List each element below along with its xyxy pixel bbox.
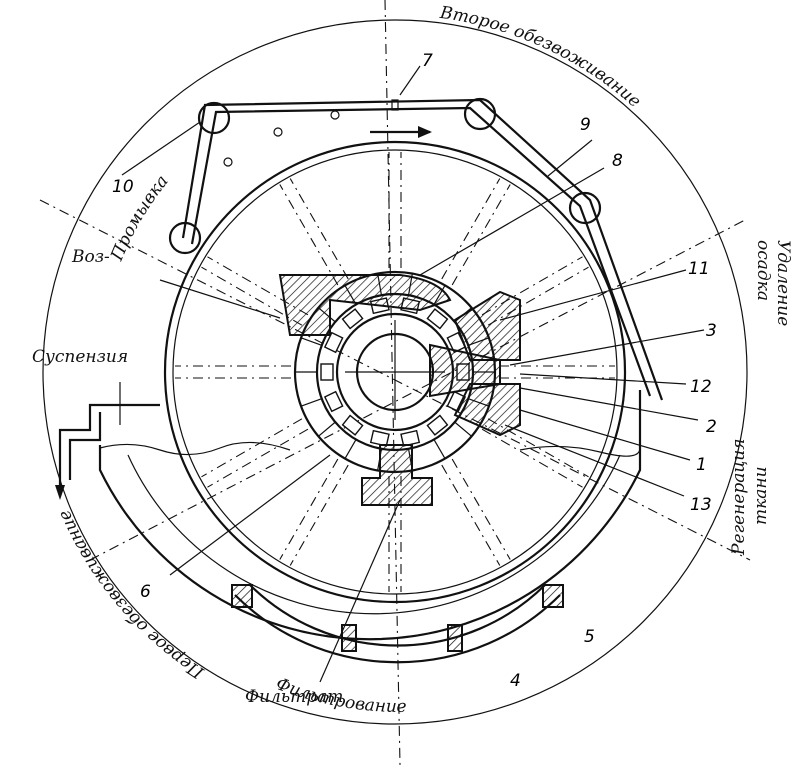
drum-inner [172, 149, 618, 595]
drum-spoke [289, 178, 349, 280]
head-cell [369, 429, 390, 447]
zone-label-regeneration-1: Регенерация [729, 439, 749, 557]
drum-spoke [201, 418, 303, 478]
drum-spoke [279, 458, 339, 560]
zone-label-cake-removal-2: осадка [753, 240, 773, 301]
zone-circle [42, 19, 748, 725]
head-cell [426, 308, 449, 330]
head-rib [318, 421, 336, 437]
label-3: 3 [706, 321, 717, 341]
drum-spoke [201, 266, 303, 326]
roller-left-bottom [168, 221, 202, 255]
drum-spoke [279, 184, 339, 286]
drum-spoke [487, 266, 589, 326]
head-rib [300, 337, 322, 346]
drum-spoke [481, 256, 583, 316]
wash-nozzles [223, 99, 399, 167]
roller-right-top [463, 97, 497, 131]
label-8: 8 [612, 151, 623, 171]
head-rib [300, 398, 322, 407]
leader-lines [121, 65, 705, 683]
label-1: 1 [696, 455, 707, 475]
zone-label-second-dewatering: Второе обезвоживание [438, 3, 645, 112]
roller-right-bottom [568, 191, 602, 225]
air-line [159, 279, 281, 319]
label-12: 12 [690, 377, 712, 397]
drum-spoke [451, 184, 511, 286]
tank [98, 390, 642, 641]
head-rib [344, 439, 357, 459]
drum [163, 140, 627, 604]
drum-spoke [441, 464, 501, 566]
drum-spoke [481, 428, 583, 488]
head-cell [323, 390, 344, 413]
zone-label-first-dewatering: Первое обезвоживание [55, 507, 209, 683]
label-10: 10 [112, 177, 134, 197]
label-11: 11 [688, 259, 710, 279]
drum-spoke [207, 428, 309, 488]
label-6: 6 [140, 582, 151, 602]
label-7: 7 [422, 51, 433, 71]
head-rib [454, 421, 472, 437]
label-5: 5 [584, 627, 595, 647]
head-cell [341, 414, 364, 436]
filter-cloth-belt [168, 97, 664, 401]
suspension-feed [55, 382, 160, 500]
label-2: 2 [706, 417, 717, 437]
drum-spoke [289, 464, 349, 566]
drum-spoke [207, 256, 309, 316]
rotation-arrowhead [418, 126, 432, 138]
head-cell [426, 414, 449, 436]
zone-label-regeneration-2: ткани [751, 466, 771, 525]
roller-left-top [197, 101, 231, 135]
zone-label-cake-removal-1: Удаление [773, 240, 793, 326]
label-air: Воз- [71, 247, 110, 267]
label-suspension: Суспензия [32, 347, 128, 367]
head-cell [341, 308, 364, 330]
head-cell [320, 363, 334, 381]
head-cell [400, 429, 421, 447]
label-4: 4 [510, 671, 521, 691]
head-rib [433, 439, 446, 459]
distribution-head [278, 270, 521, 506]
drum-spoke [441, 178, 501, 280]
label-13: 13 [690, 495, 712, 515]
drum-spokes [175, 152, 615, 592]
head-cell [323, 331, 344, 354]
drum-spoke [451, 458, 511, 560]
label-filtrate: Фильтрат [245, 687, 343, 707]
agitator [231, 584, 564, 664]
drum-spoke [487, 418, 589, 478]
label-9: 9 [580, 115, 591, 135]
